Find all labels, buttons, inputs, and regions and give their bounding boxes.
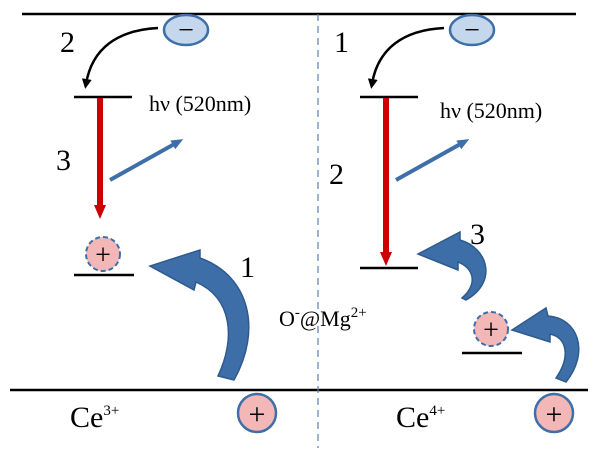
hole-on-center-left: + (85, 236, 121, 272)
defect-at-mg: @Mg (300, 306, 351, 331)
hole-transfer-arrow-left (148, 248, 250, 381)
ion-base-left: Ce (70, 401, 103, 434)
step-number-emission-left: 3 (56, 144, 71, 177)
electron-sign-left: − (178, 15, 194, 46)
photon-symbol-left: hν (149, 91, 170, 116)
step-number-emission-right: 2 (329, 158, 344, 191)
defect-prefix: O (279, 306, 295, 331)
hole-sign-center-right: + (483, 315, 499, 346)
ion-label-left: Ce3+ (70, 401, 119, 434)
ion-charge-right: 4+ (429, 403, 445, 419)
hole-transfer-arrow-right-lower (510, 306, 580, 383)
ion-label-right: Ce4+ (396, 401, 445, 434)
step-number-electron-right: 1 (334, 26, 349, 59)
hole-transfer-arrow-right-upper (416, 230, 487, 301)
ion-charge-left: 3+ (103, 403, 119, 419)
defect-label: O-@Mg2+ (279, 305, 367, 331)
step-number-hole-left: 1 (240, 251, 255, 284)
electron-capture-arrow-left (81, 26, 159, 89)
electron-right: − (448, 13, 496, 47)
hole-sign-valence-left: + (249, 398, 266, 431)
hole-valence-left: + (236, 392, 278, 434)
hole-valence-right: + (533, 392, 575, 434)
electron-left: − (162, 13, 210, 47)
hole-on-center-right: + (473, 311, 509, 347)
photon-arrow-left (109, 139, 184, 182)
ion-base-right: Ce (396, 401, 429, 434)
electron-sign-right: − (464, 15, 480, 46)
hole-sign-center-left: + (95, 240, 111, 271)
defect-charge: 2+ (351, 305, 367, 321)
photon-arrow-right (395, 139, 470, 182)
photon-wavelength-right: (520nm) (466, 98, 542, 123)
photon-wavelength-left: (520nm) (175, 91, 251, 116)
electron-capture-arrow-right (367, 26, 445, 89)
photon-label-left: hν (520nm) (149, 91, 251, 116)
hole-sign-valence-right: + (546, 398, 563, 431)
photon-symbol-right: hν (440, 98, 461, 123)
step-number-hole-right: 3 (470, 218, 485, 251)
photon-label-right: hν (520nm) (440, 98, 542, 123)
defect-minus: - (295, 305, 300, 321)
step-number-electron-left: 2 (60, 26, 75, 59)
